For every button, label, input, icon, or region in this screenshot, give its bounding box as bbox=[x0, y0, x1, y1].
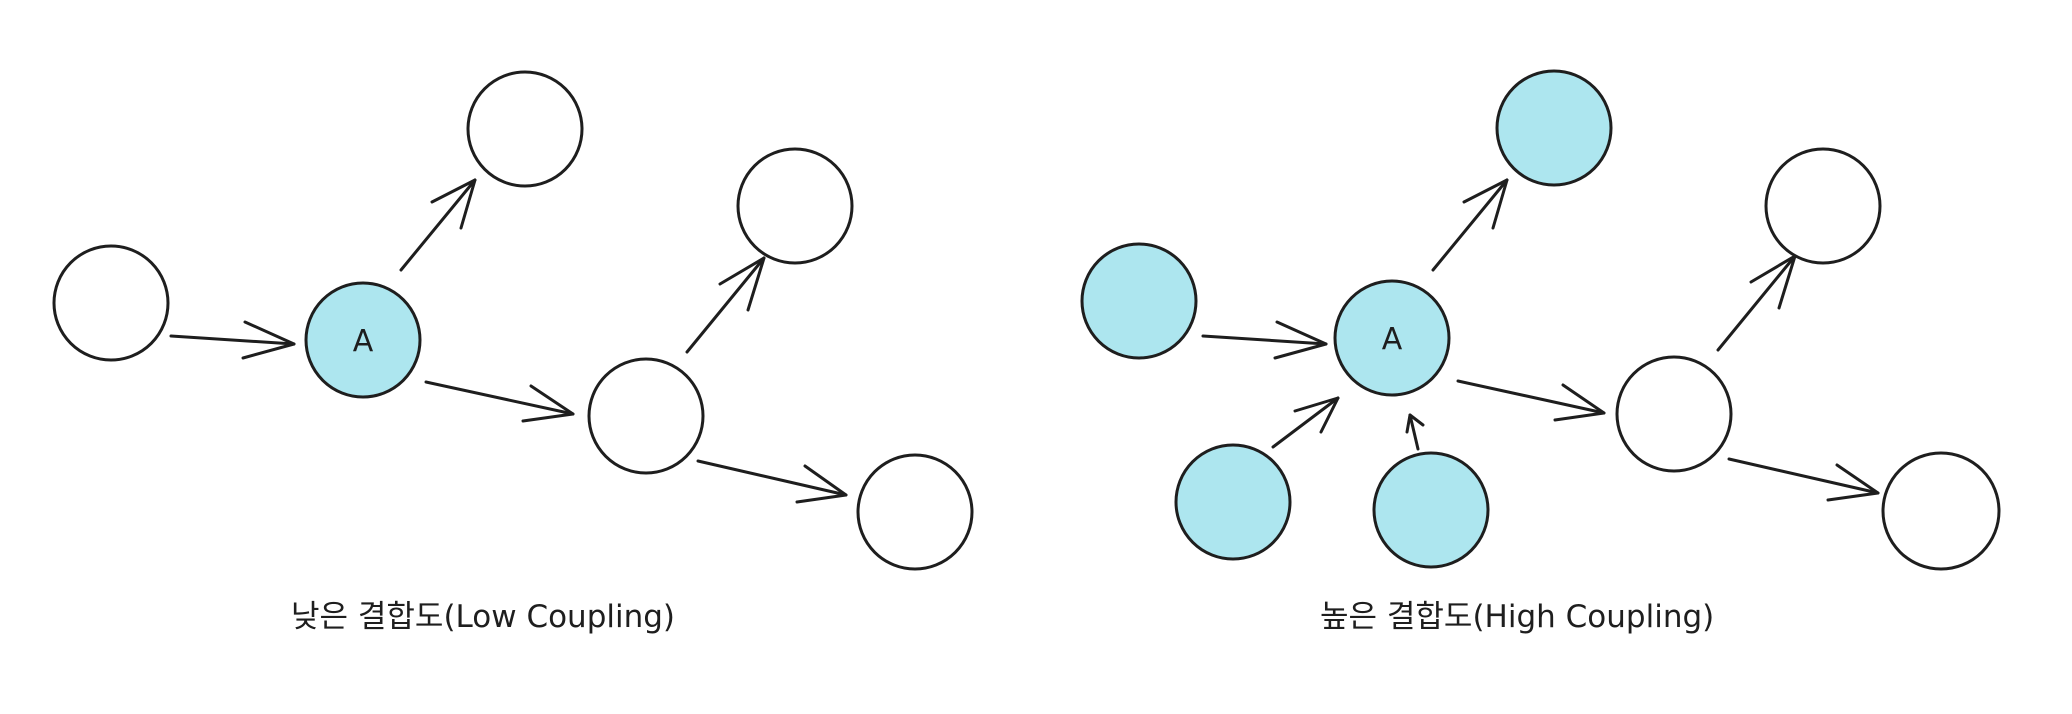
node-lower-center bbox=[1372, 451, 1490, 569]
node-upper-right bbox=[736, 147, 854, 265]
low-coupling-caption: 낮은 결합도(Low Coupling) bbox=[291, 599, 675, 635]
node-a bbox=[1333, 279, 1451, 397]
node-input bbox=[1080, 242, 1198, 360]
edge-middle-to-lower-right bbox=[696, 459, 848, 504]
edge-middle-to-upper-right bbox=[685, 256, 766, 354]
node-a-label: A bbox=[353, 324, 374, 359]
node-a-label: A bbox=[1382, 322, 1403, 357]
node-middle bbox=[587, 357, 705, 475]
low-coupling-edges bbox=[169, 178, 848, 504]
edge-lower-center-to-a bbox=[1405, 413, 1425, 451]
node-a bbox=[304, 281, 422, 399]
node-top bbox=[466, 70, 584, 188]
edge-a-to-top bbox=[1431, 178, 1509, 272]
edge-middle-to-upper-right bbox=[1716, 254, 1797, 352]
low-coupling-diagram: A 낮은 결합도(Low Coupling) bbox=[52, 70, 974, 635]
edge-input-to-a bbox=[1201, 320, 1328, 360]
node-lower-right bbox=[1881, 451, 2001, 571]
node-middle bbox=[1615, 355, 1733, 473]
low-coupling-nodes: A bbox=[52, 70, 974, 571]
node-lower-left bbox=[1174, 443, 1292, 561]
node-lower-right bbox=[856, 453, 974, 571]
edge-a-to-middle bbox=[424, 380, 575, 423]
high-coupling-caption: 높은 결합도(High Coupling) bbox=[1320, 599, 1714, 635]
node-input bbox=[52, 244, 170, 362]
edge-lower-left-to-a bbox=[1271, 396, 1340, 449]
edge-input-to-a bbox=[169, 320, 296, 360]
node-top bbox=[1495, 69, 1613, 187]
edge-a-to-top bbox=[399, 178, 477, 272]
high-coupling-diagram: A 높은 결합도(High Coupling) bbox=[1080, 69, 2001, 635]
edge-middle-to-lower-right bbox=[1727, 457, 1880, 502]
high-coupling-edges bbox=[1201, 178, 1880, 502]
edge-a-to-middle bbox=[1456, 379, 1606, 422]
node-upper-right bbox=[1764, 147, 1882, 265]
high-coupling-nodes: A bbox=[1080, 69, 2001, 571]
